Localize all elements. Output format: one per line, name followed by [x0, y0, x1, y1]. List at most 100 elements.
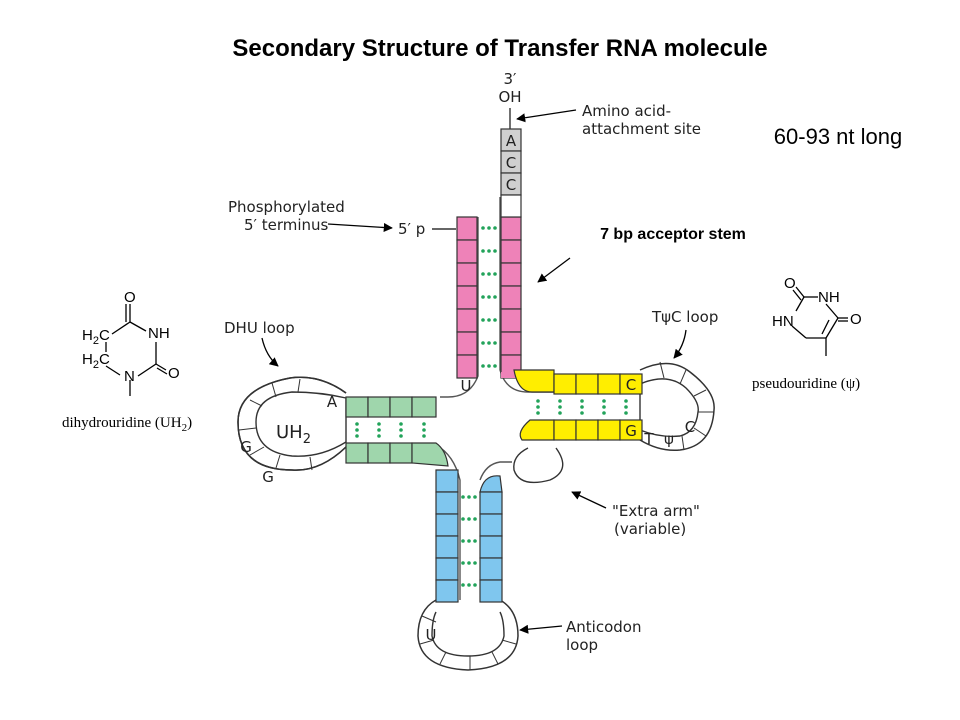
pair-dot — [602, 411, 606, 415]
pair-dot — [558, 399, 562, 403]
pair-dot — [399, 428, 403, 432]
psu-atom-hn: HN — [772, 313, 794, 330]
length-note: 60-93 nt long — [774, 124, 902, 149]
pair-dot — [602, 399, 606, 403]
pair-dot — [461, 539, 465, 543]
pair-dot — [493, 226, 497, 230]
extra-arm-label-2: (variable) — [614, 520, 686, 538]
pair-dot — [536, 399, 540, 403]
nuc-psi: ψ — [664, 430, 674, 448]
acc-end: A C C — [500, 128, 522, 218]
pair-dot — [558, 411, 562, 415]
pair-dot — [399, 434, 403, 438]
pair-dot — [461, 583, 465, 587]
pair-dot — [461, 561, 465, 565]
acceptor-cell-5prime — [456, 239, 478, 264]
five-p-label: 5′ p — [398, 220, 425, 238]
anticodon-label-1: Anticodon — [566, 618, 641, 636]
pair-dot — [487, 226, 491, 230]
pair-dot — [580, 399, 584, 403]
pseudouridine-structure — [791, 286, 848, 356]
pair-dot — [355, 434, 359, 438]
nuc-anticodon-u: U — [426, 626, 437, 644]
tpsic-loop-label: TψC loop — [651, 308, 718, 326]
pair-dot — [493, 272, 497, 276]
pair-dot — [487, 364, 491, 368]
pseudouridine-atoms: O NH HN O pseudouridine (ψ) — [752, 275, 862, 392]
pair-dot — [377, 422, 381, 426]
dhu-atom-o-top: O — [124, 289, 136, 306]
nucleotide-labels: A G G U C G T ψ C U UH2 — [240, 376, 695, 644]
pair-dot — [473, 539, 477, 543]
pair-dot — [493, 249, 497, 253]
pair-dot — [481, 295, 485, 299]
three-prime-label: 3′ — [504, 70, 518, 88]
pair-dot — [580, 405, 584, 409]
nuc-tloop-c2: C — [685, 418, 695, 436]
pair-dot — [487, 249, 491, 253]
acceptor-cell-5prime — [456, 308, 478, 333]
dhu-stem — [345, 396, 449, 467]
pair-dot — [467, 561, 471, 565]
dhu-loop — [237, 376, 347, 471]
dihydrouridine-structure — [105, 304, 168, 396]
acceptor-cell-5prime — [456, 331, 478, 356]
page-title: Secondary Structure of Transfer RNA mole… — [232, 35, 767, 62]
pair-dot — [461, 517, 465, 521]
pair-dot — [467, 539, 471, 543]
amino-acid-arrow — [516, 109, 577, 123]
pair-dot — [493, 341, 497, 345]
pair-dot — [467, 495, 471, 499]
acceptor-stem-arrow — [537, 257, 571, 283]
pair-dot — [481, 226, 485, 230]
pair-dot — [624, 405, 628, 409]
pair-dot — [355, 422, 359, 426]
extra-arm-label-1: "Extra arm" — [612, 502, 700, 520]
pair-dot — [487, 341, 491, 345]
pair-dot — [355, 428, 359, 432]
anticodon-label-2: loop — [566, 636, 598, 654]
extra-arm-arrow — [571, 491, 607, 509]
acceptor-cell-3prime — [500, 331, 522, 356]
tpsic-loop — [639, 361, 715, 452]
nuc-u-top: U — [461, 377, 472, 395]
pair-dot — [422, 422, 426, 426]
oh-label: OH — [498, 88, 521, 106]
dihydrouridine-atoms: O NH O N H2C H2C dihydrouridine (UH2) — [62, 289, 192, 434]
pair-dot — [481, 318, 485, 322]
psu-atom-o-right: O — [850, 311, 862, 328]
pair-dot — [473, 583, 477, 587]
acceptor-cell-5prime — [456, 216, 478, 241]
pair-dot — [473, 561, 477, 565]
pair-dot — [602, 405, 606, 409]
acceptor-cell-3prime — [500, 239, 522, 264]
amino-acid-label-1: Amino acid- — [582, 102, 671, 120]
anticodon-arrow — [519, 624, 563, 634]
acceptor-cell-5prime — [456, 262, 478, 287]
pair-dot — [624, 411, 628, 415]
nuc-tloop-g: G — [625, 422, 637, 440]
tpsic-stem — [513, 369, 643, 441]
dhu-loop-label: DHU loop — [224, 319, 295, 337]
pair-dot — [422, 434, 426, 438]
pseudouridine-caption: pseudouridine (ψ) — [752, 376, 860, 392]
dhu-loop-arrow — [261, 337, 279, 367]
psu-atom-nh: NH — [818, 289, 840, 306]
pair-dot — [422, 428, 426, 432]
dihydrouridine-caption: dihydrouridine (UH2) — [62, 415, 192, 434]
acceptor-cell-5prime — [456, 285, 478, 310]
pair-dot — [580, 411, 584, 415]
nuc-t: T — [643, 430, 654, 448]
nuc-tloop-c: C — [626, 376, 636, 394]
dhu-atom-h2c-1: H2C — [82, 327, 110, 347]
acc-nuc-a: A — [506, 132, 517, 150]
phospho-arrow — [327, 222, 393, 233]
pair-dot — [558, 405, 562, 409]
pair-dot — [493, 295, 497, 299]
pair-dot — [536, 411, 540, 415]
psu-atom-o-top: O — [784, 275, 796, 292]
dhu-atom-nh: NH — [148, 325, 170, 342]
pair-dot — [377, 434, 381, 438]
anticodon-loop — [417, 599, 519, 671]
acceptor-cell-3prime — [500, 285, 522, 310]
